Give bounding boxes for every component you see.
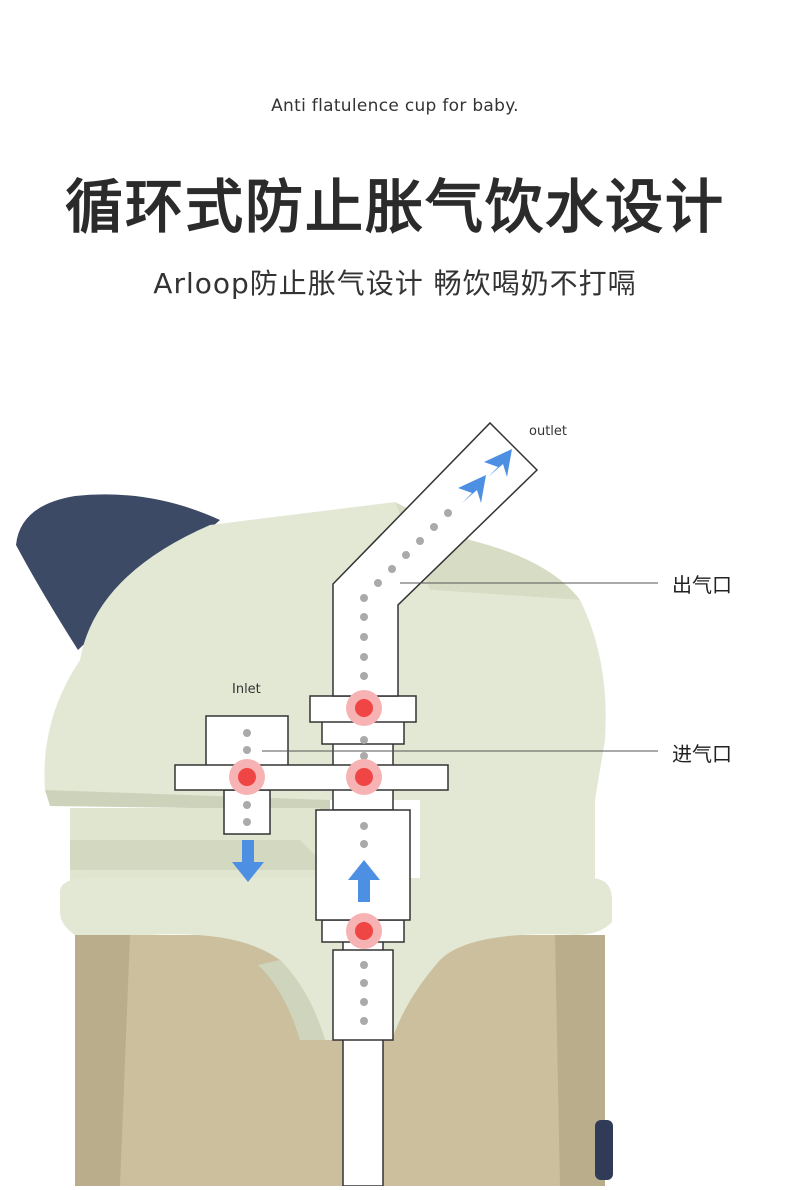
airflow-dots [243, 509, 452, 1025]
outlet-label-en: outlet [529, 424, 567, 439]
headline: 循环式防止胀气饮水设计 [64, 173, 725, 241]
bottle-body [75, 935, 613, 1186]
outlet-label-cn: 出气口 [672, 573, 732, 597]
tagline: Arloop防止胀气设计 畅饮喝奶不打嗝 [153, 267, 637, 300]
inlet-label-cn: 进气口 [672, 742, 732, 766]
crossbar [174, 764, 449, 791]
straw-upper [332, 421, 539, 697]
valve-points [229, 690, 382, 949]
cup-illustration: outlet Inlet 出气口 进气口 [0, 380, 790, 1187]
inlet-tube [205, 715, 289, 767]
subtitle-en: Anti flatulence cup for baby. [271, 96, 519, 116]
flow-arrows [232, 449, 512, 902]
inlet-label-en: Inlet [232, 682, 261, 697]
cup-ear [16, 494, 220, 650]
